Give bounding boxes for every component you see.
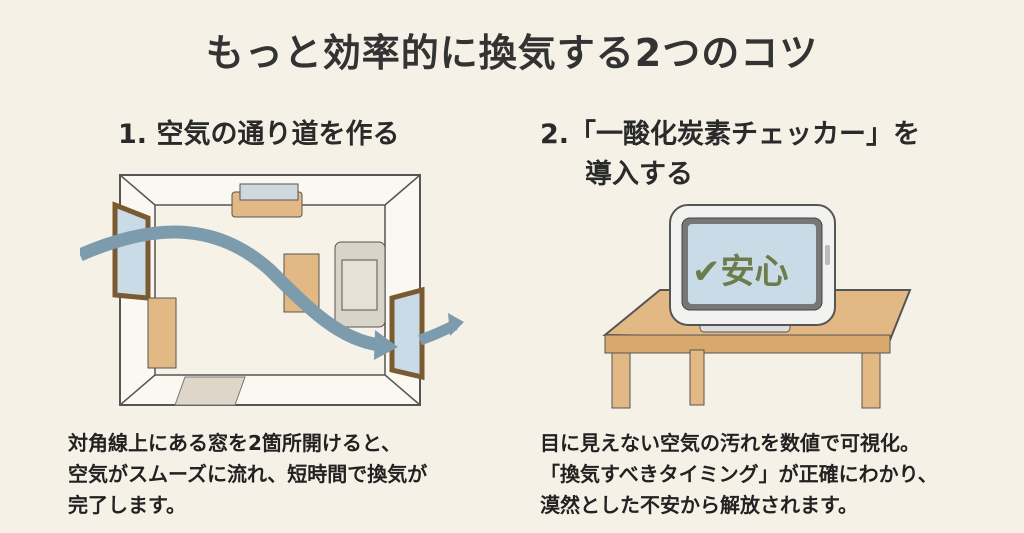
door-mat: [174, 376, 246, 406]
page-title: もっと効率的に換気する2つのコツ: [205, 31, 819, 75]
tip2-body-line: 漠然とした不安から解放されます。: [540, 493, 858, 517]
tip1-body-line: 完了します。: [68, 493, 186, 517]
air-conditioner: [231, 183, 303, 218]
tip1-heading: 1. 空気の通り道を作る: [118, 119, 400, 150]
checker-illustration: [602, 204, 912, 409]
tip1-body-line: 対角線上にある窓を2箇所開けると、: [68, 431, 402, 455]
tip1-body-line: 空気がスムーズに流れ、短時間で換気が: [68, 462, 428, 486]
tip2-heading-line2: 導入する: [585, 159, 693, 190]
left-window: [112, 201, 151, 301]
right-window: [389, 286, 425, 381]
sofa: [334, 241, 386, 328]
tip2-heading-line1: 2.「一酸化炭素チェッカー」を: [540, 119, 921, 150]
tip2-body-line: 「換気すべきタイミング」が正確にわかり、: [540, 462, 938, 486]
co-checker-device: [669, 204, 836, 333]
tip2-body: 目に見えない空気の汚れを数値で可視化。 「換気すべきタイミング」が正確にわかり、…: [540, 428, 938, 521]
checker-screen-text: ✔安心: [692, 252, 789, 292]
tip2-body-line: 目に見えない空気の汚れを数値で可視化。: [540, 431, 920, 455]
airflow-arrow: [80, 225, 382, 352]
tip1-body: 対角線上にある窓を2箇所開けると、 空気がスムーズに流れ、短時間で換気が 完了し…: [68, 428, 427, 521]
cabinet: [147, 297, 177, 369]
room-illustration: [80, 174, 464, 406]
